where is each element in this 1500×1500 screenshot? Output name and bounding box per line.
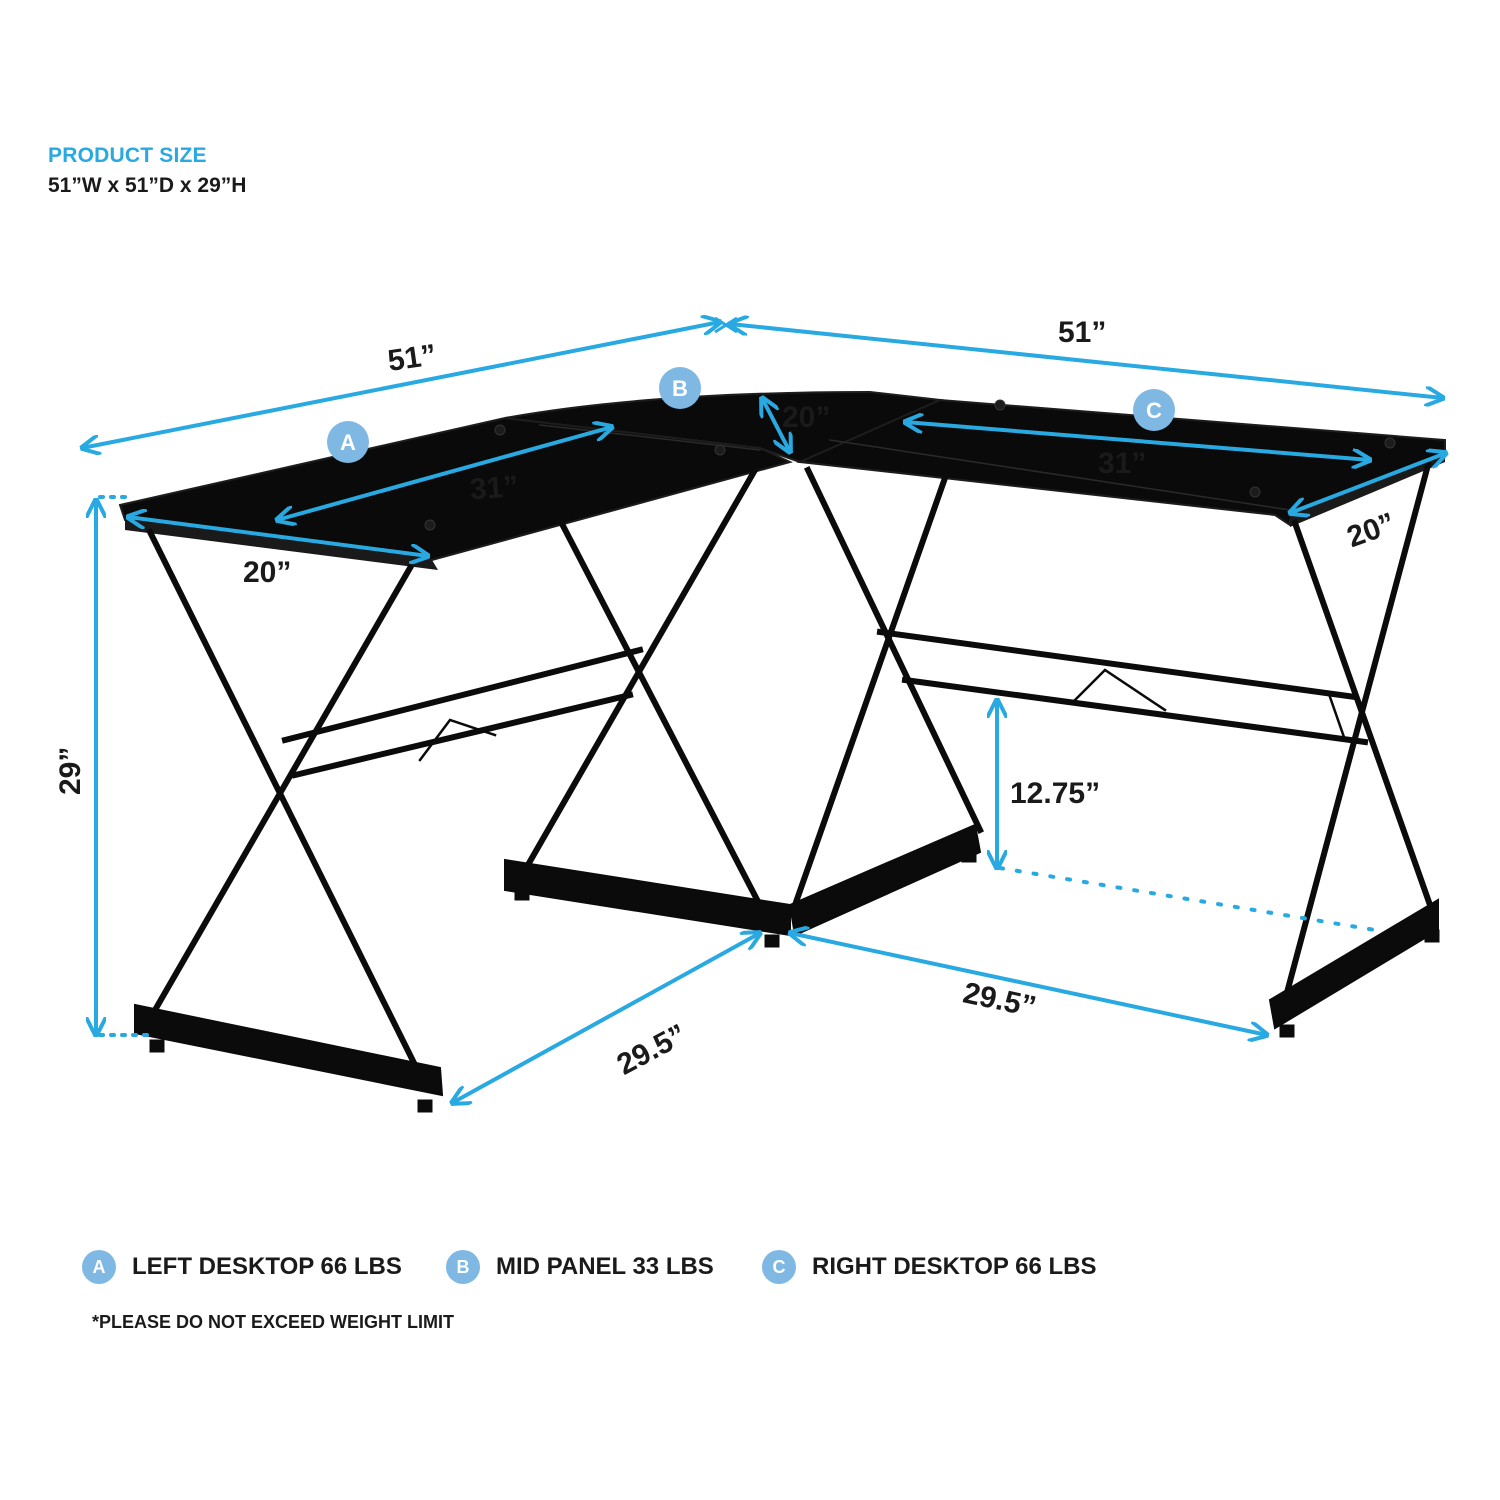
right-base xyxy=(788,823,1440,1038)
label-right-width: 51” xyxy=(1058,316,1106,349)
left-leg xyxy=(145,465,770,1080)
label-left-depth: 20” xyxy=(243,556,291,589)
legend-badge-a: A xyxy=(82,1250,116,1284)
label-mid-depth: 20” xyxy=(782,401,830,434)
product-size-value: 51”W x 51”D x 29”H xyxy=(48,174,247,197)
dim-line-left-length xyxy=(277,427,612,520)
dim-cross-mark xyxy=(714,316,738,334)
dim-line-mid-depth xyxy=(762,398,790,452)
label-left-length: 31” xyxy=(469,470,520,506)
svg-text:B: B xyxy=(672,376,688,401)
dim-line-right-width xyxy=(730,324,1443,398)
label-height: 29” xyxy=(54,747,87,795)
dim-line-base-right xyxy=(790,933,1267,1035)
dim-line-left-width xyxy=(82,322,720,448)
panel-badges: A B C xyxy=(327,367,1175,463)
legend-item-right-desktop: C RIGHT DESKTOP 66 LBS xyxy=(762,1250,1097,1284)
weight-legend: A LEFT DESKTOP 66 LBS B MID PANEL 33 LBS… xyxy=(0,1250,1500,1290)
legend-badge-b: B xyxy=(446,1250,480,1284)
badge-c: C xyxy=(1133,389,1175,431)
label-shelf-height: 12.75” xyxy=(1010,777,1100,810)
dim-line-left-depth xyxy=(128,517,428,556)
legend-label-mid-panel: MID PANEL 33 LBS xyxy=(496,1253,714,1280)
label-base-left: 29.5” xyxy=(612,1018,692,1082)
right-leg xyxy=(791,461,1434,1004)
dim-line-right-depth xyxy=(1290,453,1446,513)
badge-b: B xyxy=(659,367,701,409)
label-right-depth: 20” xyxy=(1343,507,1400,555)
legend-item-mid-panel: B MID PANEL 33 LBS xyxy=(446,1250,714,1284)
svg-text:A: A xyxy=(340,430,356,455)
dim-line-base-left xyxy=(452,933,760,1103)
left-base xyxy=(134,858,791,1113)
badge-a: A xyxy=(327,421,369,463)
legend-badge-c: C xyxy=(762,1250,796,1284)
weight-limit-note: *PLEASE DO NOT EXCEED WEIGHT LIMIT xyxy=(92,1312,455,1332)
legend-label-left-desktop: LEFT DESKTOP 66 LBS xyxy=(132,1253,402,1280)
desk-frame xyxy=(118,390,1446,1113)
product-size-title: PRODUCT SIZE xyxy=(48,144,207,167)
label-left-width: 51” xyxy=(386,339,438,378)
dimension-lines xyxy=(82,318,1446,1103)
legend-label-right-desktop: RIGHT DESKTOP 66 LBS xyxy=(812,1253,1097,1280)
legend-item-left-desktop: A LEFT DESKTOP 66 LBS xyxy=(82,1250,402,1284)
svg-text:C: C xyxy=(1146,398,1162,423)
label-right-length: 31” xyxy=(1098,447,1146,480)
